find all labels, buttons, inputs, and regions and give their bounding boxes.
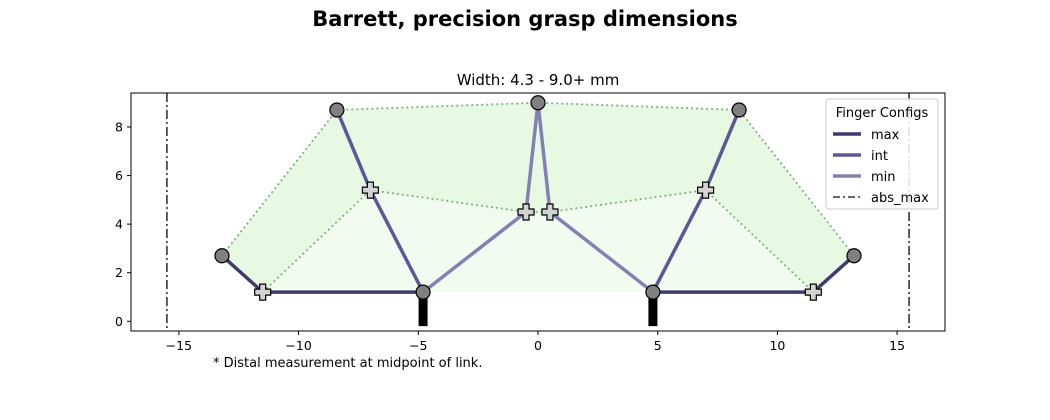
x-tick-label: 10 (769, 338, 785, 353)
midpoint-marker-0 (254, 283, 272, 301)
y-tick-label: 6 (115, 168, 123, 183)
legend-title: Finger Configs (836, 106, 929, 121)
x-tick-label: 15 (889, 338, 905, 353)
legend-label-int: int (871, 149, 888, 164)
legend-label-abs_max: abs_max (871, 191, 929, 206)
y-tick-label: 2 (115, 265, 123, 280)
y-tick-label: 8 (115, 120, 123, 135)
joint-marker-0 (415, 284, 431, 300)
plot-area (166, 93, 910, 331)
midpoint-marker-4 (517, 203, 535, 221)
legend-label-min: min (871, 170, 896, 185)
joint-marker-5 (731, 102, 747, 118)
figure-suptitle: Barrett, precision grasp dimensions (312, 7, 737, 31)
legend-label-max: max (871, 128, 900, 143)
x-tick-label: −5 (409, 338, 427, 353)
joint-marker-2 (214, 248, 230, 264)
midpoint-marker-5 (541, 203, 559, 221)
axes-title: Width: 4.3 - 9.0+ mm (457, 71, 620, 89)
x-tick-label: 0 (534, 338, 542, 353)
x-tick-label: 5 (654, 338, 662, 353)
reach-region-inner (262, 190, 814, 293)
footnote: * Distal measurement at midpoint of link… (213, 356, 482, 371)
envelope-line-1 (262, 189, 814, 293)
y-tick-label: 0 (115, 314, 123, 329)
joint-marker-3 (846, 248, 862, 264)
joint-marker-4 (329, 102, 345, 118)
midpoint-marker-3 (696, 181, 715, 199)
midpoint-marker-2 (361, 181, 380, 199)
y-tick-label: 4 (115, 217, 123, 232)
joint-marker-1 (645, 284, 661, 300)
reach-region-outer (222, 102, 854, 293)
x-tick-label: −15 (166, 338, 192, 353)
x-tick-label: −10 (285, 338, 311, 353)
joint-marker-6 (530, 95, 546, 111)
axis-ticks: −15 −10 −5 0 5 10 15 0 2 4 6 8 (115, 120, 905, 354)
midpoint-marker-1 (804, 283, 822, 301)
legend-box (825, 98, 939, 210)
legend: Finger Configs max int min abs_max (825, 98, 939, 210)
axes-frame (130, 92, 946, 332)
